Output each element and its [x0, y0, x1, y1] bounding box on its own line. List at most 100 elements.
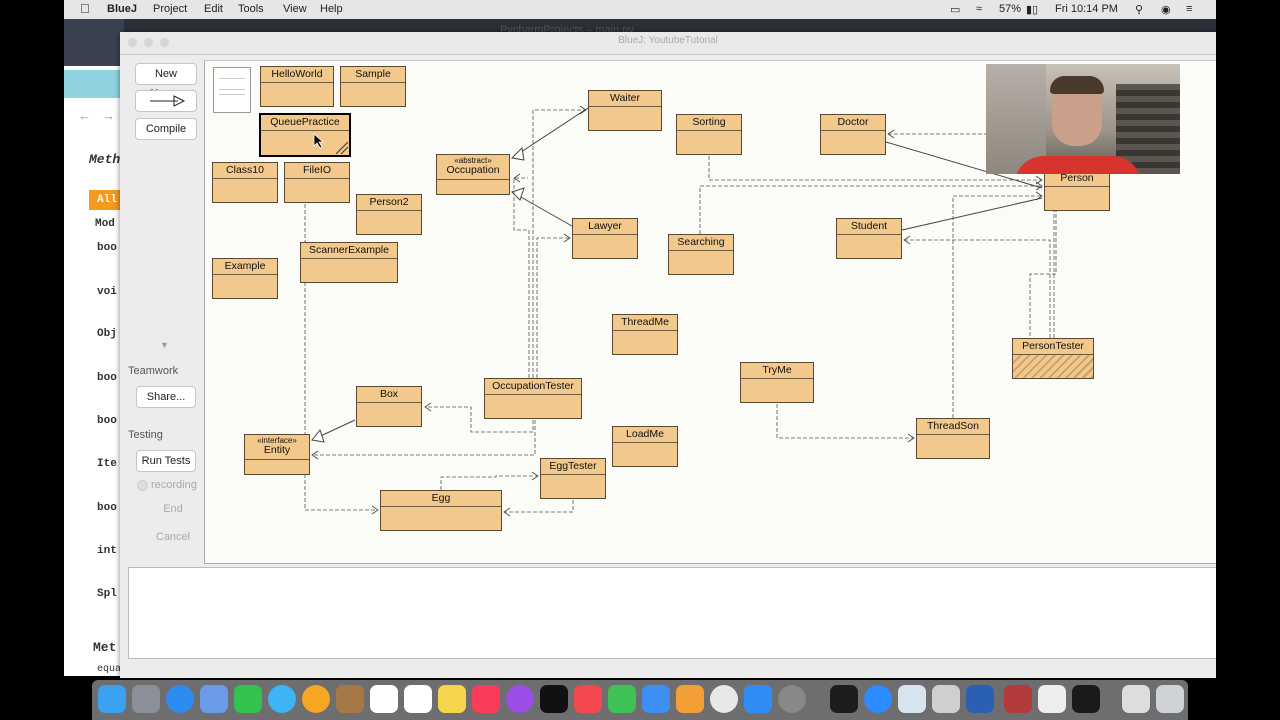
- class-class10[interactable]: Class10: [212, 162, 278, 203]
- class-person[interactable]: Person: [1044, 170, 1110, 211]
- object-bench[interactable]: [128, 567, 1218, 659]
- class-box[interactable]: Box: [356, 386, 422, 427]
- finder-icon[interactable]: [98, 685, 126, 713]
- collapse-triangle-icon[interactable]: ▼: [160, 340, 169, 350]
- facetime-icon[interactable]: [234, 685, 262, 713]
- doc-snippet: Mod: [95, 218, 115, 230]
- end-button[interactable]: End: [163, 503, 183, 515]
- notes-icon[interactable]: [438, 685, 466, 713]
- doc-all-tab[interactable]: [89, 190, 129, 210]
- compile-button[interactable]: Compile: [135, 118, 197, 140]
- apple-menu-icon[interactable]: : [80, 1, 90, 16]
- class-doctor[interactable]: Doctor: [820, 114, 886, 155]
- photos-icon[interactable]: [302, 685, 330, 713]
- run-tests-button[interactable]: Run Tests: [136, 450, 196, 472]
- cancel-button[interactable]: Cancel: [155, 531, 191, 543]
- bluej-icon[interactable]: [898, 685, 926, 713]
- class-threadme[interactable]: ThreadMe: [612, 314, 678, 355]
- zoom-window-icon[interactable]: [160, 38, 169, 47]
- class-queuepractice[interactable]: QueuePractice: [259, 113, 351, 157]
- class-fileio[interactable]: FileIO: [284, 162, 350, 203]
- menubar-clock[interactable]: Fri 10:14 PM: [1055, 3, 1118, 15]
- class-name: Class10: [213, 163, 277, 179]
- chrome-icon[interactable]: [710, 685, 738, 713]
- pycharm-icon[interactable]: [830, 685, 858, 713]
- launchpad-icon[interactable]: [132, 685, 160, 713]
- music-icon[interactable]: [472, 685, 500, 713]
- doc-snippet: Obj: [97, 328, 117, 340]
- doc-snippet: voi: [97, 286, 117, 298]
- menu-edit[interactable]: Edit: [204, 3, 223, 15]
- class-waiter[interactable]: Waiter: [588, 90, 662, 131]
- reminders-icon[interactable]: [404, 685, 432, 713]
- class-occupation[interactable]: «abstract»Occupation: [436, 154, 510, 195]
- system-preferences-icon[interactable]: [778, 685, 806, 713]
- word-icon[interactable]: [966, 685, 994, 713]
- apple-tv-icon[interactable]: [540, 685, 568, 713]
- share-button[interactable]: Share...: [136, 386, 196, 408]
- class-sorting[interactable]: Sorting: [676, 114, 742, 155]
- menu-view[interactable]: View: [283, 3, 307, 15]
- class-scannerexample[interactable]: ScannerExample: [300, 242, 398, 283]
- airplay-icon[interactable]: ▭: [950, 4, 961, 16]
- new-arrow-button[interactable]: [135, 90, 197, 112]
- downloads-icon[interactable]: [1122, 685, 1150, 713]
- class-egg[interactable]: Egg: [380, 490, 502, 531]
- macos-menubar:  BlueJ Project Edit Tools View Help ▭ ≈…: [64, 0, 1216, 20]
- class-name: TryMe: [741, 363, 813, 379]
- pages-icon[interactable]: [676, 685, 704, 713]
- activity-monitor-icon[interactable]: [1072, 685, 1100, 713]
- class-loadme[interactable]: LoadMe: [612, 426, 678, 467]
- class-example[interactable]: Example: [212, 258, 278, 299]
- close-window-icon[interactable]: [128, 38, 137, 47]
- minimize-window-icon[interactable]: [144, 38, 153, 47]
- safari-icon[interactable]: [166, 685, 194, 713]
- class-occupationtester[interactable]: OccupationTester: [484, 378, 582, 419]
- class-name: Entity: [263, 444, 291, 456]
- zoom-icon[interactable]: [864, 685, 892, 713]
- resize-handle-icon[interactable]: [336, 142, 348, 154]
- class-threadson[interactable]: ThreadSon: [916, 418, 990, 459]
- messages-icon[interactable]: [268, 685, 296, 713]
- script-editor-icon[interactable]: [932, 685, 960, 713]
- readme-file-icon[interactable]: [213, 67, 251, 113]
- mail-icon[interactable]: [200, 685, 228, 713]
- menu-tools[interactable]: Tools: [238, 3, 264, 15]
- battery-icon[interactable]: ▮▯: [1026, 4, 1039, 16]
- class-lawyer[interactable]: Lawyer: [572, 218, 638, 259]
- class-name: ScannerExample: [301, 243, 397, 259]
- menu-help[interactable]: Help: [320, 3, 343, 15]
- back-arrow-icon[interactable]: ←: [78, 108, 91, 123]
- menu-app-name[interactable]: BlueJ: [107, 3, 137, 15]
- class-sample[interactable]: Sample: [340, 66, 406, 107]
- doc-snippet: int: [97, 545, 117, 557]
- class-tryme[interactable]: TryMe: [740, 362, 814, 403]
- news-icon[interactable]: [574, 685, 602, 713]
- class-persontester[interactable]: PersonTester: [1012, 338, 1094, 379]
- class-eggtester[interactable]: EggTester: [540, 458, 606, 499]
- class-searching[interactable]: Searching: [668, 234, 734, 275]
- class-person2[interactable]: Person2: [356, 194, 422, 235]
- doc-snippet: boo: [97, 242, 117, 254]
- spotlight-search-icon[interactable]: ⚲: [1135, 4, 1144, 16]
- class-name: ThreadSon: [917, 419, 989, 435]
- numbers-icon[interactable]: [608, 685, 636, 713]
- user-avatar-icon[interactable]: ◉: [1161, 4, 1171, 16]
- doc-snippet: equa: [97, 664, 122, 675]
- class-entity[interactable]: «interface»Entity: [244, 434, 310, 475]
- podcasts-icon[interactable]: [506, 685, 534, 713]
- dictionary-icon[interactable]: [1004, 685, 1032, 713]
- class-name: HelloWorld: [261, 67, 333, 83]
- class-helloworld[interactable]: HelloWorld: [260, 66, 334, 107]
- calendar-icon[interactable]: [370, 685, 398, 713]
- notification-center-icon[interactable]: ≡: [1186, 3, 1193, 15]
- trash-icon[interactable]: [1156, 685, 1184, 713]
- textedit-icon[interactable]: [1038, 685, 1066, 713]
- forward-arrow-icon[interactable]: →: [102, 108, 115, 123]
- wifi-icon[interactable]: ≈: [976, 3, 983, 15]
- menu-project[interactable]: Project: [153, 3, 188, 15]
- app-store-icon[interactable]: [744, 685, 772, 713]
- contacts-icon[interactable]: [336, 685, 364, 713]
- class-student[interactable]: Student: [836, 218, 902, 259]
- keynote-icon[interactable]: [642, 685, 670, 713]
